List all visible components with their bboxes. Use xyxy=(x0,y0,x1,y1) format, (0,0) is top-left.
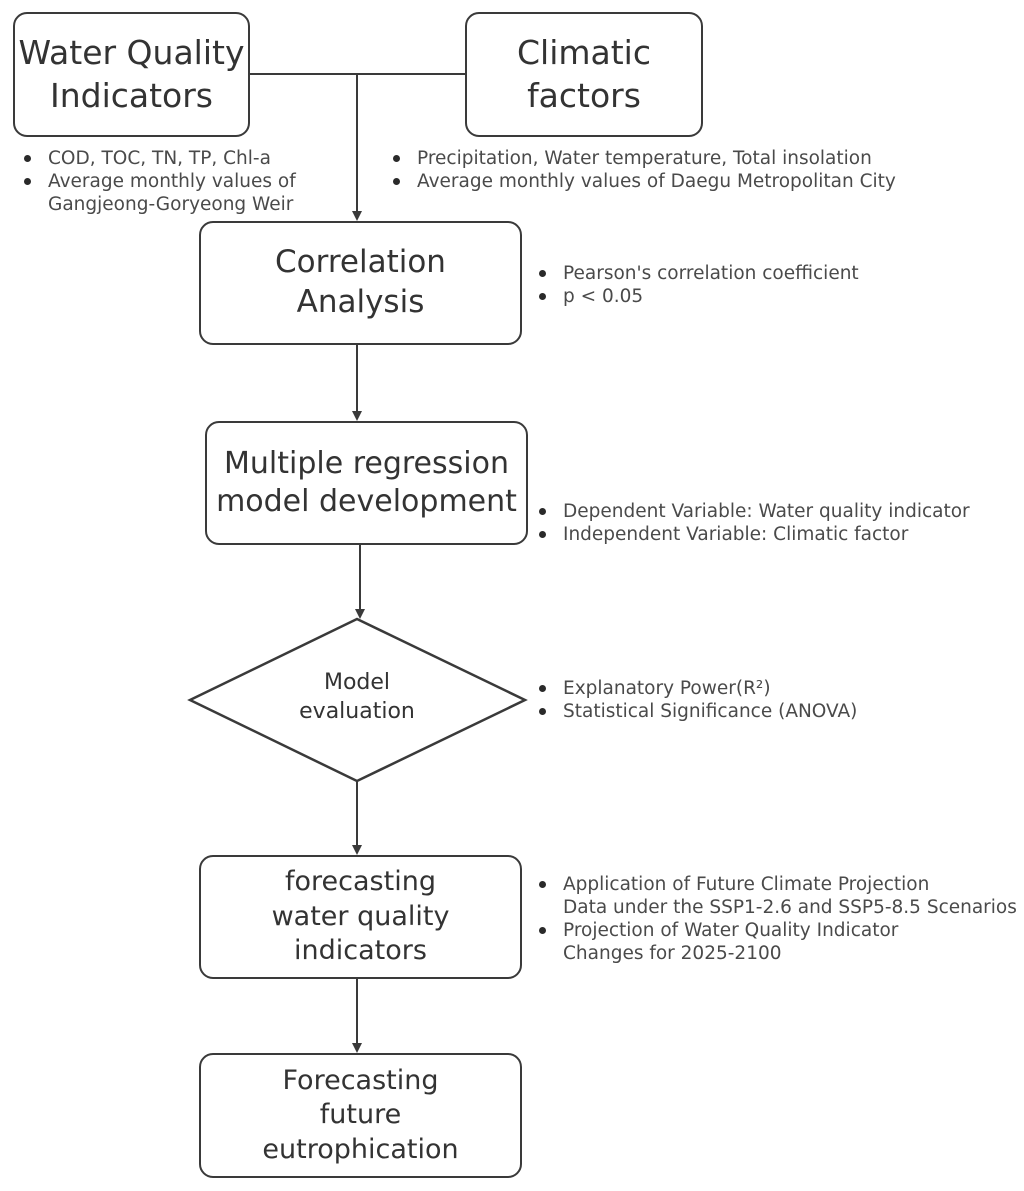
evaluation-notes: Explanatory Power(R²) Statistical Signif… xyxy=(535,677,1005,723)
climatic-factors-box: Climatic factors xyxy=(465,12,703,137)
note-item: Independent Variable: Climatic factor xyxy=(535,523,1015,546)
correlation-notes: Pearson's correlation coefficient p < 0.… xyxy=(535,262,1005,308)
note-line: Independent Variable: Climatic factor xyxy=(563,524,909,545)
note-line: Changes for 2025-2100 xyxy=(563,943,782,964)
box-line: Correlation xyxy=(275,244,446,281)
forecasting-water-quality-box: forecasting water quality indicators xyxy=(199,855,522,979)
water-quality-notes: COD, TOC, TN, TP, Chl-a Average monthly … xyxy=(20,147,340,216)
note-item: Precipitation, Water temperature, Total … xyxy=(389,147,989,170)
box-line: Climatic xyxy=(517,33,651,73)
note-item: p < 0.05 xyxy=(535,285,1005,308)
note-line: Dependent Variable: Water quality indica… xyxy=(563,501,970,522)
note-line: Gangjeong-Goryeong Weir xyxy=(48,194,294,215)
note-item: Application of Future Climate Projection… xyxy=(535,873,1020,919)
note-line: Statistical Significance (ANOVA) xyxy=(563,701,858,722)
regression-model-box: Multiple regression model development xyxy=(205,421,528,545)
note-item: Average monthly values of Daegu Metropol… xyxy=(389,170,989,193)
note-item: Dependent Variable: Water quality indica… xyxy=(535,500,1015,523)
note-line: Data under the SSP1-2.6 and SSP5-8.5 Sce… xyxy=(563,897,1017,918)
note-item: Projection of Water Quality Indicator Ch… xyxy=(535,919,1020,965)
note-line: Average monthly values of Daegu Metropol… xyxy=(417,171,896,192)
forecast-wq-notes: Application of Future Climate Projection… xyxy=(535,873,1020,965)
box-line: model development xyxy=(216,484,517,519)
box-line: indicators xyxy=(294,935,427,967)
box-line: future xyxy=(319,1099,402,1131)
box-line: Indicators xyxy=(49,75,214,115)
note-item: Statistical Significance (ANOVA) xyxy=(535,700,1005,723)
regression-notes: Dependent Variable: Water quality indica… xyxy=(535,500,1015,546)
note-line: Projection of Water Quality Indicator xyxy=(563,920,899,941)
climatic-notes: Precipitation, Water temperature, Total … xyxy=(389,147,989,193)
forecasting-eutrophication-box: Forecasting future eutrophication xyxy=(199,1053,522,1178)
box-line: water quality xyxy=(271,900,450,932)
note-line: COD, TOC, TN, TP, Chl-a xyxy=(48,148,271,169)
note-item: COD, TOC, TN, TP, Chl-a xyxy=(20,147,340,170)
water-quality-indicators-box: Water Quality Indicators xyxy=(13,12,250,137)
box-line: forecasting xyxy=(285,866,436,898)
correlation-analysis-box: Correlation Analysis xyxy=(199,221,522,345)
box-line: Multiple regression xyxy=(224,445,509,481)
box-line: Analysis xyxy=(296,284,425,320)
note-line: Pearson's correlation coefficient xyxy=(563,263,859,284)
model-evaluation-label: Model evaluation xyxy=(257,669,457,726)
box-line: eutrophication xyxy=(262,1133,459,1165)
diamond-line: Model xyxy=(323,670,391,695)
note-item: Average monthly values of Gangjeong-Gory… xyxy=(20,170,340,216)
note-line: Explanatory Power(R²) xyxy=(563,678,771,699)
note-item: Explanatory Power(R²) xyxy=(535,677,1005,700)
note-line: Application of Future Climate Projection xyxy=(563,874,930,895)
box-line: Water Quality xyxy=(18,33,245,73)
box-line: factors xyxy=(527,75,641,115)
box-line: Forecasting xyxy=(282,1064,439,1096)
note-line: p < 0.05 xyxy=(563,286,644,307)
note-item: Pearson's correlation coefficient xyxy=(535,262,1005,285)
diamond-line: evaluation xyxy=(299,698,415,724)
note-line: Precipitation, Water temperature, Total … xyxy=(417,148,872,169)
note-line: Average monthly values of xyxy=(48,171,296,192)
